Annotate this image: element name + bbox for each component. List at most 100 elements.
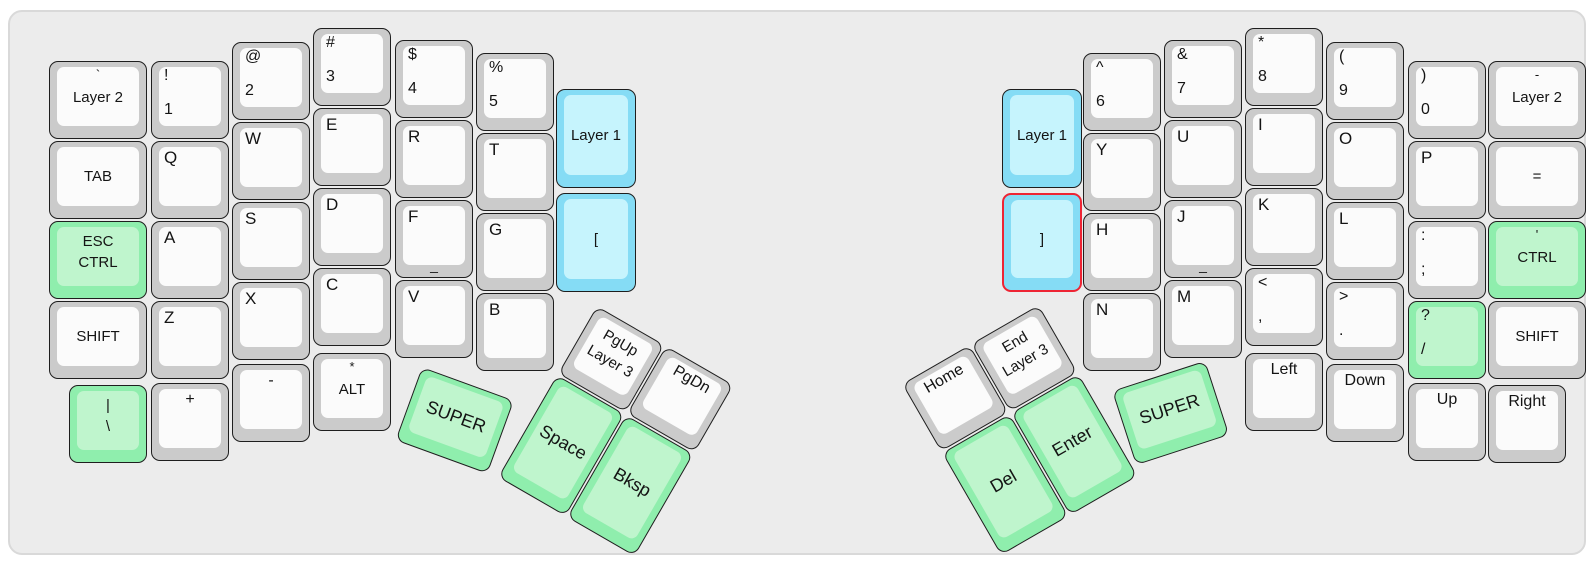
key-legends: Y [1091, 139, 1153, 198]
key-layer2-right[interactable]: -Layer 2 [1488, 61, 1586, 139]
key-p[interactable]: P [1408, 141, 1486, 219]
key-l[interactable]: L [1326, 202, 1404, 280]
key-comma[interactable]: <, [1245, 268, 1323, 346]
key-5[interactable]: %5 [476, 53, 554, 131]
key-w[interactable]: W [232, 122, 310, 200]
key-i[interactable]: I [1245, 108, 1323, 186]
key-alt[interactable]: *ALT [313, 353, 391, 431]
key-v[interactable]: V [395, 280, 473, 358]
key-legends: S [240, 208, 302, 267]
key-lbracket[interactable]: [ [556, 193, 636, 292]
key-shift-left[interactable]: SHIFT [49, 301, 147, 379]
key-legends: %5 [484, 59, 546, 118]
key-u[interactable]: U [1164, 120, 1242, 198]
key-6[interactable]: ^6 [1083, 53, 1161, 131]
key-s[interactable]: S [232, 202, 310, 280]
key-legends: W [240, 128, 302, 187]
key-left[interactable]: Left [1245, 353, 1323, 431]
key-c[interactable]: C [313, 268, 391, 346]
key-legends: V [403, 286, 465, 345]
key-legends: :; [1416, 227, 1478, 286]
key-t[interactable]: T [476, 133, 554, 211]
key-super-right[interactable]: SUPER [1112, 360, 1230, 466]
keycap-top [1416, 147, 1478, 206]
key-right[interactable]: Right [1488, 385, 1566, 463]
key-q[interactable]: Q [151, 141, 229, 219]
key-equals[interactable]: = [1488, 141, 1586, 219]
key-period[interactable]: >. [1326, 282, 1404, 360]
key-2[interactable]: @2 [232, 42, 310, 120]
key-b[interactable]: B [476, 293, 554, 371]
key-layer2-left[interactable]: `Layer 2 [49, 61, 147, 139]
key-minus[interactable]: - [232, 364, 310, 442]
keycap-top [1416, 307, 1478, 366]
key-f[interactable]: F_ [395, 200, 473, 278]
key-n[interactable]: N [1083, 293, 1161, 371]
key-legends: X [240, 288, 302, 347]
key-legends: L [1334, 208, 1396, 267]
key-legend: L [1339, 209, 1349, 228]
key-legend: K [1258, 195, 1270, 214]
key-legends: *ALT [321, 359, 383, 418]
keycap-top [57, 227, 139, 286]
key-up[interactable]: Up [1408, 383, 1486, 461]
key-0[interactable]: )0 [1408, 61, 1486, 139]
key-k[interactable]: K [1245, 188, 1323, 266]
key-legends: <, [1253, 274, 1315, 333]
key-3[interactable]: #3 [313, 28, 391, 106]
key-legends: C [321, 274, 383, 333]
key-4[interactable]: $4 [395, 40, 473, 118]
key-shift-right[interactable]: SHIFT [1488, 301, 1586, 379]
key-tab[interactable]: TAB [49, 141, 147, 219]
key-o[interactable]: O [1326, 122, 1404, 200]
key-r[interactable]: R [395, 120, 473, 198]
key-legend: ] [1039, 230, 1045, 248]
key-down[interactable]: Down [1326, 364, 1404, 442]
key-7[interactable]: &7 [1164, 40, 1242, 118]
keycap-top [564, 199, 628, 279]
key-d[interactable]: D [313, 188, 391, 266]
keycap-top [1334, 128, 1396, 187]
key-legend: Bksp [609, 463, 655, 501]
key-plus[interactable]: + [151, 383, 229, 461]
key-9[interactable]: (9 [1326, 42, 1404, 120]
key-layer1-left[interactable]: Layer 1 [556, 89, 636, 188]
key-legend: Left [1270, 361, 1298, 378]
key-legend: F [408, 207, 419, 226]
key-legends: H [1091, 219, 1153, 278]
key-legends: Q [159, 147, 221, 206]
key-x[interactable]: X [232, 282, 310, 360]
keycap-top [564, 95, 628, 175]
key-j[interactable]: J_ [1164, 200, 1242, 278]
key-semicolon[interactable]: :; [1408, 221, 1486, 299]
key-y[interactable]: Y [1083, 133, 1161, 211]
key-z[interactable]: Z [151, 301, 229, 379]
key-legends: *8 [1253, 34, 1315, 93]
keycap-top [159, 67, 221, 126]
keycap-top [159, 227, 221, 286]
key-legend: SHIFT [76, 328, 120, 345]
key-super-left[interactable]: SUPER [395, 367, 515, 474]
key-ctrl-right[interactable]: 'CTRL [1488, 221, 1586, 299]
keycap-top [1253, 274, 1315, 333]
key-rbracket[interactable]: ] [1002, 193, 1082, 292]
key-g[interactable]: G [476, 213, 554, 291]
key-e[interactable]: E [313, 108, 391, 186]
keycap-top [484, 139, 546, 198]
key-legend: 7 [1177, 80, 1186, 97]
key-h[interactable]: H [1083, 213, 1161, 291]
key-layer1-right[interactable]: Layer 1 [1002, 89, 1082, 188]
keycap-top [77, 391, 139, 450]
key-1[interactable]: !1 [151, 61, 229, 139]
key-8[interactable]: *8 [1245, 28, 1323, 106]
key-legends: E [321, 114, 383, 173]
key-legend: CTRL [78, 254, 118, 271]
key-slash[interactable]: ?/ [1408, 301, 1486, 379]
key-a[interactable]: A [151, 221, 229, 299]
keycap-top [1091, 219, 1153, 278]
key-pipe-backslash[interactable]: |\ [69, 385, 147, 463]
key-m[interactable]: M [1164, 280, 1242, 358]
